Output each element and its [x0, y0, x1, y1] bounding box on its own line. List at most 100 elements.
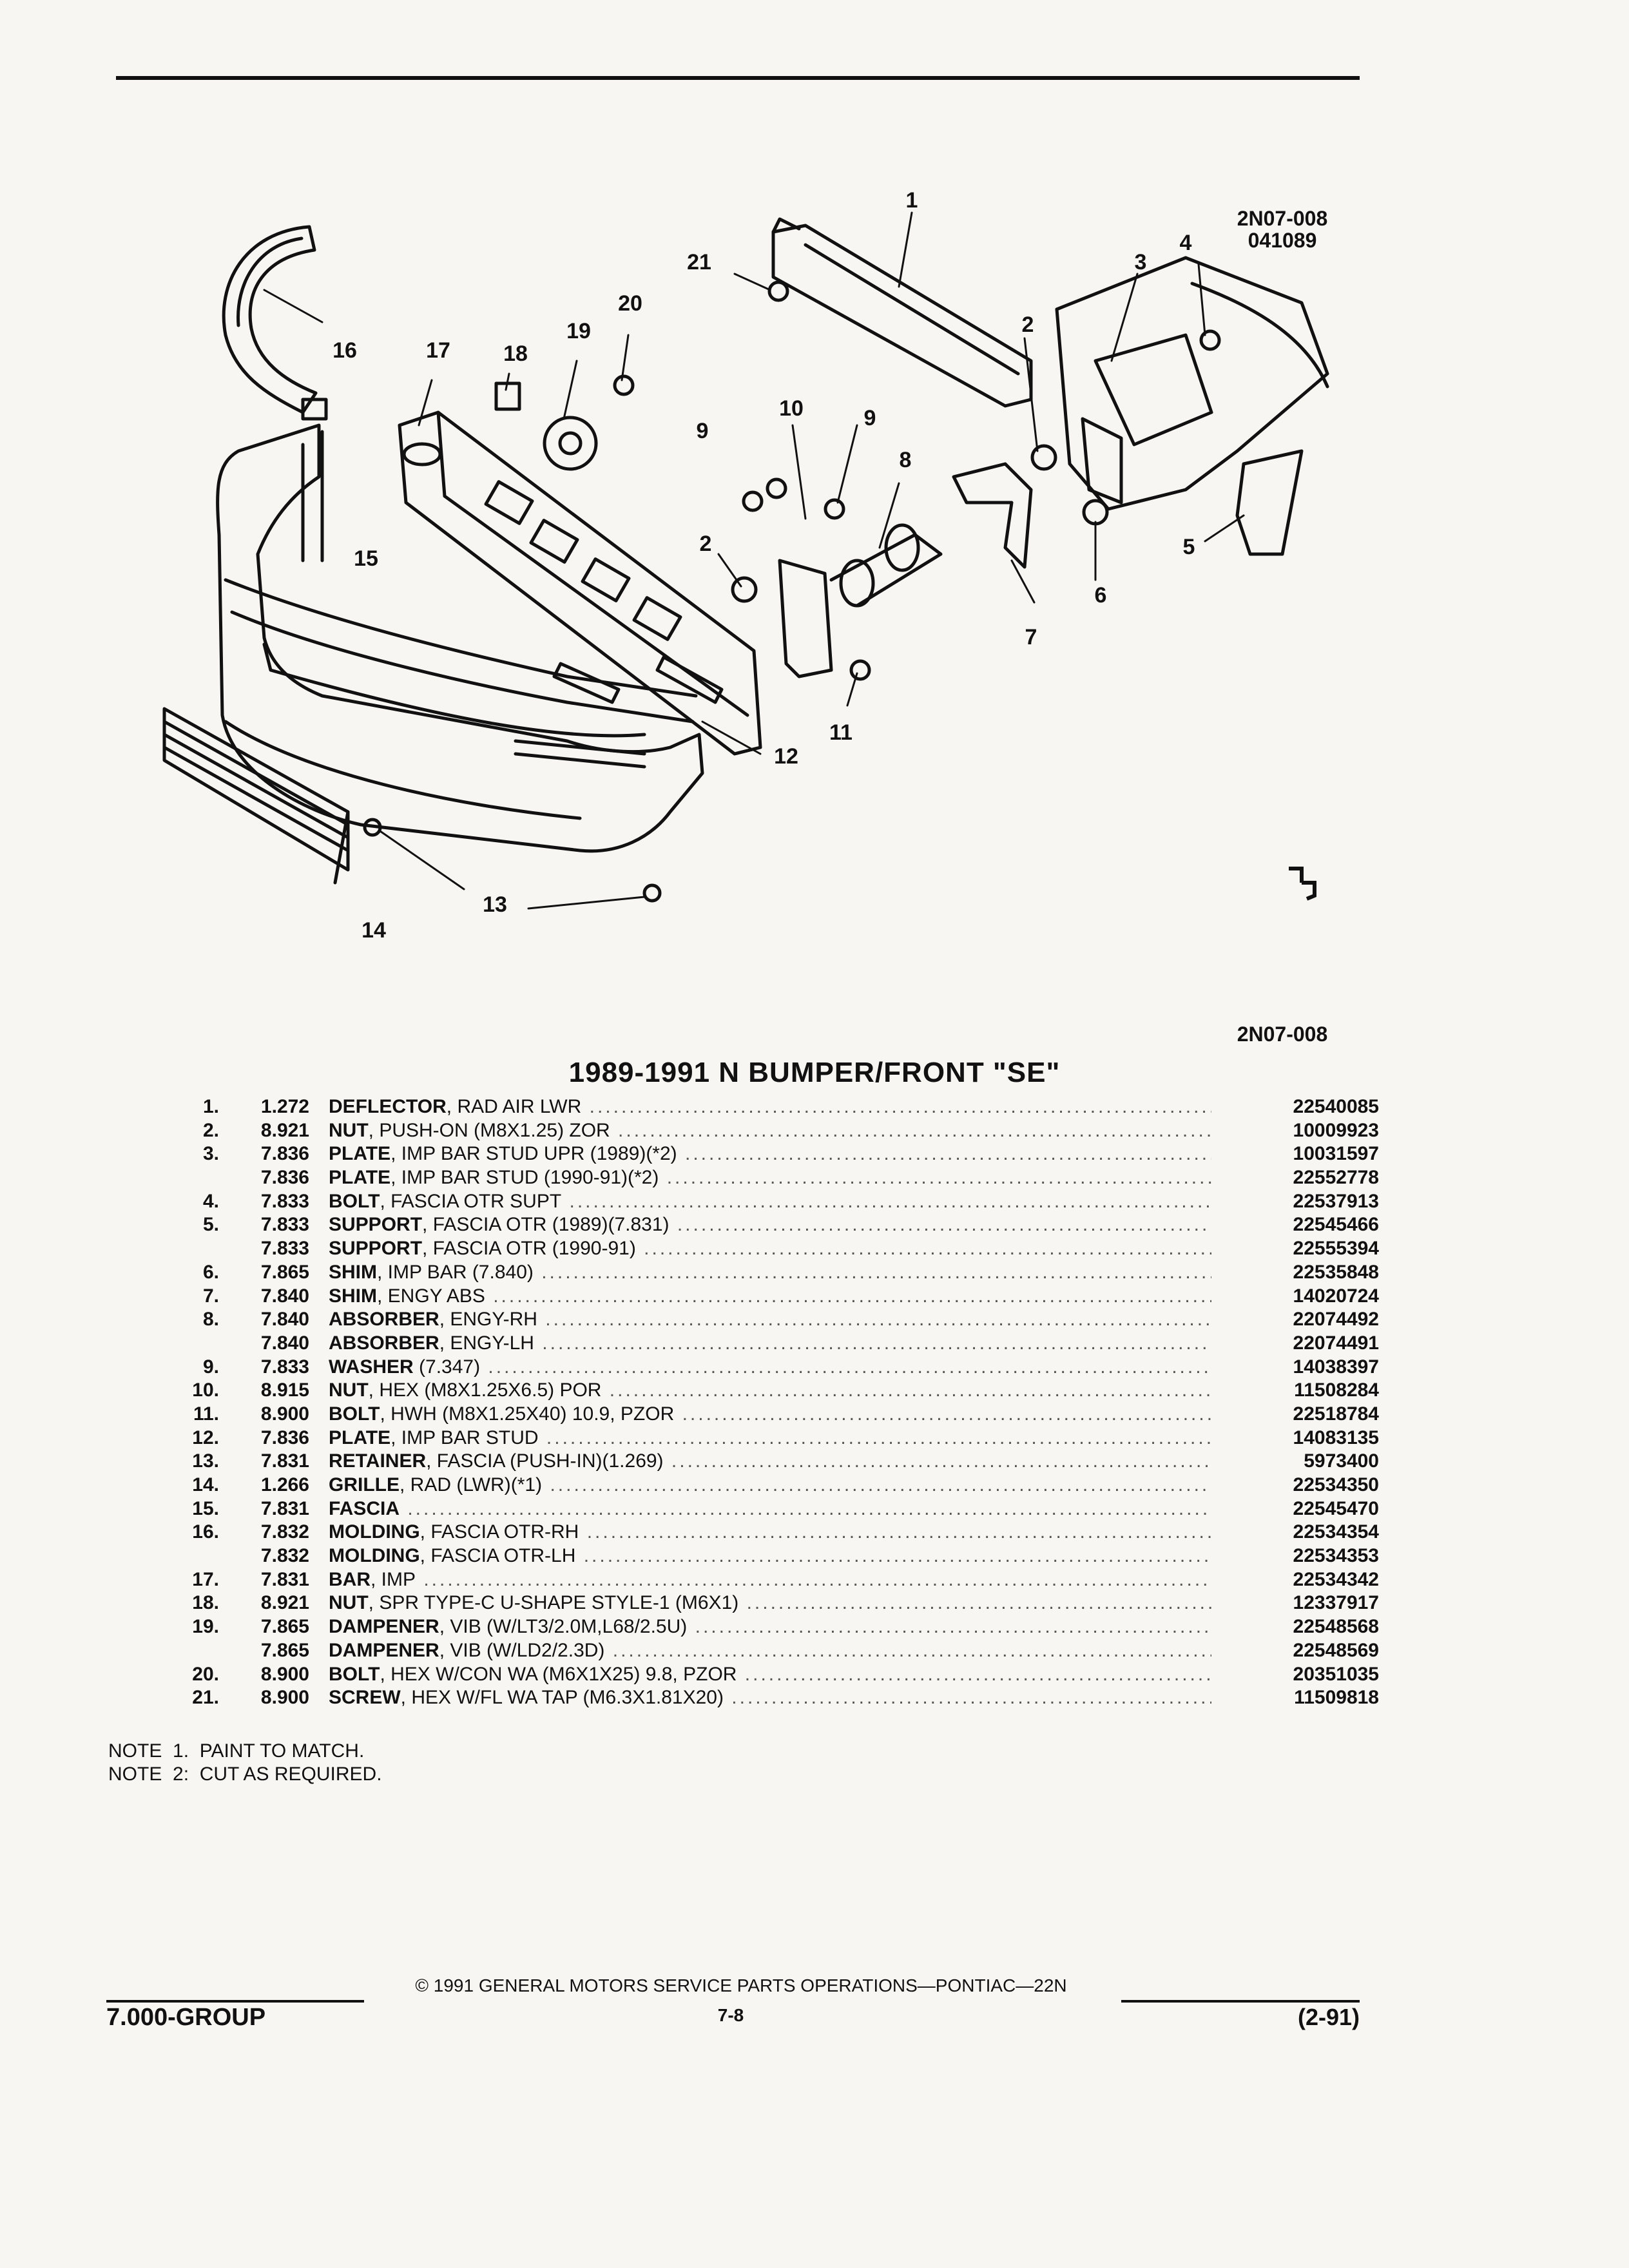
- part-name: SUPPORT: [329, 1214, 423, 1236]
- part-detail: , FASCIA OTR SUPT: [380, 1190, 562, 1212]
- part-number: 22555394: [1293, 1238, 1379, 1260]
- part-description: PLATE, IMP BAR STUD ....................…: [329, 1427, 1211, 1450]
- part-number: 22534353: [1293, 1545, 1379, 1567]
- part-description: DAMPENER, VIB (W/LT3/2.0M,L68/2.5U) ....…: [329, 1615, 1211, 1639]
- item-number: 13.: [192, 1450, 219, 1472]
- part-description: SCREW, HEX W/FL WA TAP (M6.3X1.81X20) ..…: [329, 1686, 1211, 1710]
- part-name: BAR: [329, 1568, 371, 1590]
- part-description: SUPPORT, FASCIA OTR (1989)(7.831) ......…: [329, 1213, 1211, 1237]
- callout-10: 10: [779, 396, 804, 421]
- part-name: DEFLECTOR: [329, 1096, 447, 1117]
- group-number: 7.865: [260, 1639, 309, 1661]
- part-17-impact-bar: [398, 410, 762, 756]
- part-detail: , ENGY-RH: [439, 1309, 537, 1331]
- part-name: MOLDING: [329, 1545, 420, 1567]
- part-number: 22535848: [1293, 1261, 1379, 1283]
- leader-dots: ........................................…: [542, 1332, 1211, 1354]
- part-detail: (7.347): [413, 1356, 481, 1378]
- part-name: MOLDING: [329, 1521, 420, 1543]
- part-number: 22540085: [1293, 1096, 1379, 1117]
- group-number: 7.831: [260, 1450, 309, 1472]
- part-number: 22545466: [1293, 1214, 1379, 1236]
- group-number: 1.266: [260, 1474, 309, 1495]
- leader-dots: ........................................…: [545, 1309, 1211, 1331]
- part-detail: , IMP BAR STUD UPR (1989)(*2): [390, 1143, 677, 1165]
- item-number: 15.: [192, 1497, 219, 1519]
- part-14-grille: [162, 707, 350, 885]
- figure-date: 041089: [1248, 229, 1317, 252]
- leader-dots: ........................................…: [589, 1096, 1211, 1117]
- part-number: 22534342: [1293, 1568, 1379, 1590]
- part-description: SHIM, ENGY ABS .........................…: [329, 1285, 1211, 1309]
- leader-dots: ........................................…: [671, 1450, 1211, 1472]
- group-number: 7.833: [260, 1356, 309, 1378]
- part-number: 22518784: [1293, 1403, 1379, 1425]
- part-number: 12337917: [1293, 1592, 1379, 1614]
- part-number: 11509818: [1294, 1687, 1379, 1709]
- part-5-support: [1235, 449, 1304, 556]
- item-number: 14.: [192, 1474, 219, 1495]
- part-detail: , PUSH-ON (M8X1.25) ZOR: [368, 1119, 610, 1141]
- callout-labels: 1 2 2 3 4 5 6 7 8 9 9 10 11 12 13 14 15 …: [333, 188, 1195, 943]
- callout-3: 3: [1135, 250, 1147, 274]
- group-number: 8.900: [260, 1403, 309, 1425]
- footer-group: 7.000-GROUP: [106, 2004, 266, 2031]
- part-number: 22534354: [1293, 1521, 1379, 1543]
- leader-dots: ........................................…: [586, 1521, 1211, 1543]
- part-number: 14038397: [1293, 1356, 1379, 1378]
- callout-2b: 2: [700, 532, 712, 556]
- leader-dots: ........................................…: [493, 1285, 1211, 1307]
- top-rule: [116, 76, 1360, 80]
- part-name: PLATE: [329, 1167, 391, 1189]
- part-detail: , VIB (W/LT3/2.0M,L68/2.5U): [439, 1616, 688, 1638]
- leader-dots: ........................................…: [583, 1545, 1211, 1567]
- group-number: 8.921: [260, 1592, 309, 1614]
- part-description: MOLDING, FASCIA OTR-RH .................…: [329, 1521, 1211, 1544]
- leader-dots: ........................................…: [746, 1592, 1211, 1614]
- part-description: WASHER (7.347) .........................…: [329, 1356, 1211, 1379]
- part-name: PLATE: [329, 1143, 391, 1165]
- note-2: NOTE 2: CUT AS REQUIRED.: [108, 1763, 382, 1785]
- footer-rule-right: [1121, 2000, 1360, 2003]
- item-number: 6.: [202, 1261, 219, 1283]
- part-name: SHIM: [329, 1285, 377, 1307]
- part-number: 22074491: [1293, 1332, 1379, 1354]
- item-number: 12.: [192, 1427, 219, 1448]
- part-description: PLATE, IMP BAR STUD UPR (1989)(*2) .....…: [329, 1142, 1211, 1166]
- part-description: BOLT, HEX W/CON WA (M6X1X25) 9.8, PZOR .…: [329, 1663, 1211, 1687]
- footer-copyright: © 1991 GENERAL MOTORS SERVICE PARTS OPER…: [415, 1975, 1067, 1995]
- notes: NOTE 1. PAINT TO MATCH. NOTE 2: CUT AS R…: [108, 1740, 382, 1786]
- item-number: 21.: [192, 1687, 219, 1709]
- part-description: SHIM, IMP BAR (7.840) ..................…: [329, 1261, 1211, 1285]
- callout-7: 7: [1025, 625, 1037, 649]
- item-number: 9.: [202, 1356, 219, 1378]
- part-name: BOLT: [329, 1403, 380, 1425]
- part-description: DEFLECTOR, RAD AIR LWR .................…: [329, 1095, 1211, 1119]
- part-name: BOLT: [329, 1190, 380, 1212]
- group-number: 8.921: [260, 1119, 309, 1141]
- part-description: BOLT, HWH (M8X1.25X40) 10.9, PZOR ......…: [329, 1403, 1211, 1427]
- figure-ref-bottom: 2N07-008: [1237, 1023, 1328, 1046]
- part-description: SUPPORT, FASCIA OTR (1990-91) ..........…: [329, 1237, 1211, 1261]
- part-name: RETAINER: [329, 1450, 427, 1472]
- leader-dots: ........................................…: [644, 1238, 1211, 1260]
- part-16-molding: [222, 225, 328, 421]
- part-detail: , HEX W/CON WA (M6X1X25) 9.8, PZOR: [380, 1663, 737, 1685]
- item-number: 10.: [192, 1379, 219, 1401]
- corner-mark-icon: [1289, 867, 1316, 901]
- part-number: 14020724: [1293, 1285, 1379, 1307]
- callout-4: 4: [1180, 231, 1192, 255]
- part-12-plate: [552, 655, 724, 704]
- part-number: 22548569: [1293, 1639, 1379, 1661]
- leader-dots: ........................................…: [541, 1261, 1211, 1283]
- group-number: 7.833: [260, 1190, 309, 1212]
- part-name: GRILLE: [329, 1474, 400, 1495]
- part-description: NUT, SPR TYPE-C U-SHAPE STYLE-1 (M6X1) .…: [329, 1591, 1211, 1615]
- group-number: 7.840: [260, 1309, 309, 1331]
